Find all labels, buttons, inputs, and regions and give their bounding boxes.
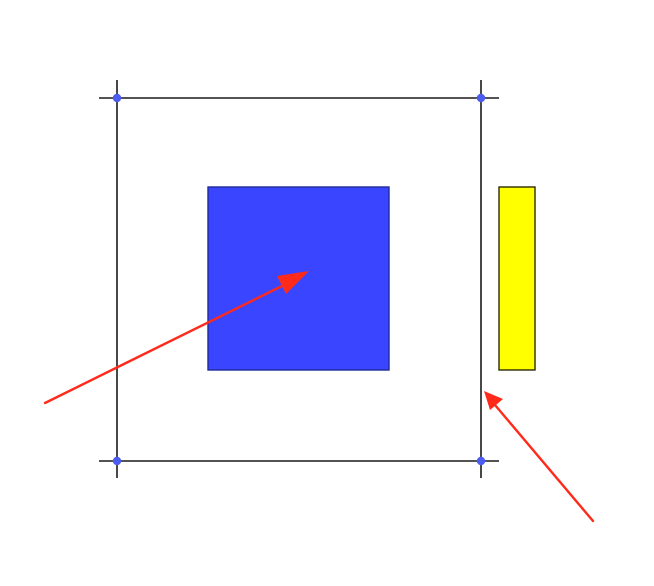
node-bottom-right[interactable] [476,456,486,466]
node-top-left[interactable] [112,93,122,103]
node-bottom-left[interactable] [112,456,122,466]
arrow-to-square-head [277,271,309,294]
node-top-right[interactable] [476,93,486,103]
arrow-to-frame-edge-shaft [493,403,595,523]
frame [99,80,499,478]
yellow-bar[interactable] [498,186,536,371]
arrow-to-square-shaft [43,281,290,405]
arrow-to-frame-edge-head [484,391,503,410]
frame-nodes [112,93,486,466]
arrow-to-square [43,271,309,405]
arrow-to-frame-edge [484,391,595,523]
